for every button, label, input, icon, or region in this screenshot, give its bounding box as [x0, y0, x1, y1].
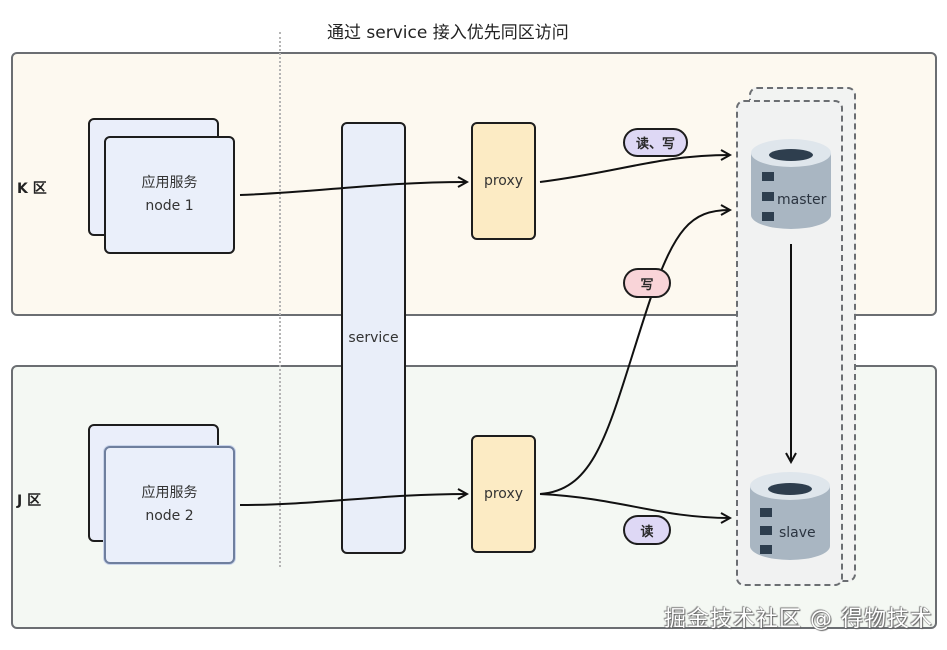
proxy-k-box[interactable]: proxy	[471, 122, 536, 240]
zone-j-label: J 区	[17, 493, 42, 509]
proxy-j-box[interactable]: proxy	[471, 435, 536, 553]
node-2-name: node 2	[145, 508, 194, 524]
node-2-card[interactable]: 应用服务 node 2	[104, 446, 235, 564]
pill-read: 读	[623, 515, 671, 545]
master-db-icon[interactable]: master	[751, 139, 831, 229]
diagram-title: 通过 service 接入优先同区访问	[327, 23, 569, 43]
edge-proxy-j-to-master	[539, 210, 730, 495]
slave-label: slave	[779, 525, 816, 541]
slave-db-icon[interactable]: slave	[750, 472, 830, 560]
pill-write: 写	[623, 268, 671, 298]
divider-line	[279, 32, 281, 567]
node-1-card[interactable]: 应用服务 node 1	[104, 136, 235, 254]
proxy-k-label: proxy	[483, 173, 524, 189]
zone-k-label: K 区	[17, 181, 47, 197]
proxy-j-label: proxy	[483, 486, 524, 502]
edge-proxy-k-to-master	[539, 155, 730, 183]
edge-proxy-j-to-slave	[539, 493, 730, 518]
watermark: 掘金技术社区 @ 得物技术	[664, 607, 933, 632]
node-2-title: 应用服务	[141, 485, 198, 501]
node-1-title: 应用服务	[141, 175, 198, 191]
node-1-name: node 1	[145, 198, 194, 214]
edge-node1-to-proxy-k	[239, 182, 467, 196]
edge-node2-to-proxy-j	[239, 494, 467, 506]
master-label: master	[777, 192, 827, 208]
service-box[interactable]: service	[341, 122, 406, 554]
pill-read-write: 读、写	[623, 128, 688, 157]
service-label: service	[348, 330, 399, 346]
